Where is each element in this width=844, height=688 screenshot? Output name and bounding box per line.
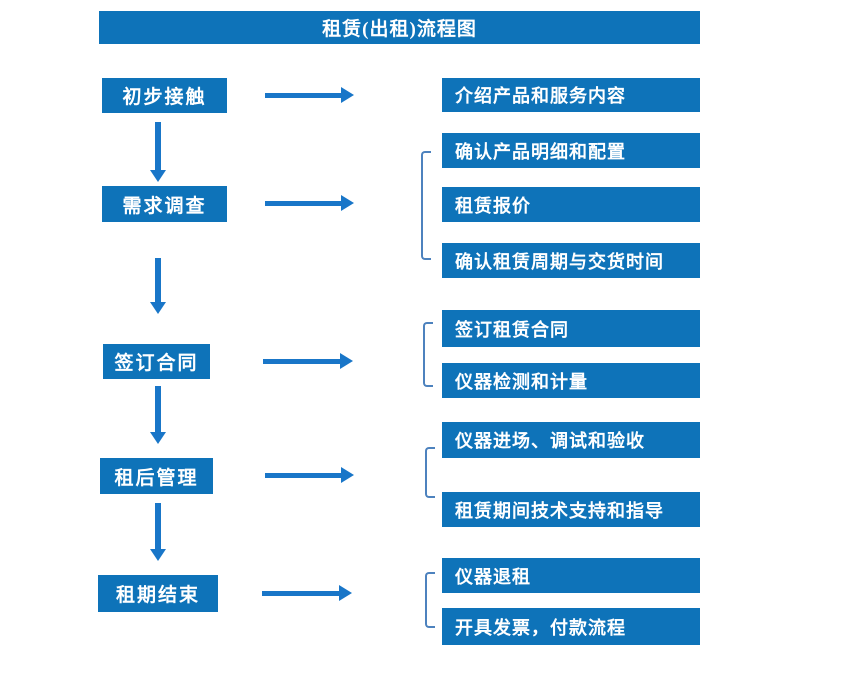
detail-box-instrument-testing: 仪器检测和计量 [442, 363, 700, 398]
title-bar: 租赁(出租)流程图 [99, 11, 700, 44]
stage-box-sign-contract: 签订合同 [103, 344, 210, 379]
right-arrow-icon-3 [263, 353, 353, 369]
detail-box-invoice-payment: 开具发票，付款流程 [442, 608, 700, 645]
down-arrow-icon-4 [150, 503, 166, 561]
down-arrow-icon-2 [150, 258, 166, 314]
detail-box-confirm-period-delivery: 确认租赁周期与交货时间 [442, 243, 700, 278]
stage-box-initial-contact: 初步接触 [102, 78, 227, 113]
right-arrow-icon-1 [265, 87, 354, 103]
page-title: 租赁(出租)流程图 [322, 19, 477, 40]
detail-box-instrument-entry-acceptance: 仪器进场、调试和验收 [442, 422, 700, 458]
detail-box-introduce-products: 介绍产品和服务内容 [442, 78, 700, 112]
right-arrow-icon-4 [265, 467, 354, 483]
group-bracket-icon-rental-end [425, 572, 435, 628]
group-bracket-icon-sign-contract [423, 322, 433, 387]
detail-box-technical-support: 租赁期间技术支持和指导 [442, 492, 700, 527]
right-arrow-icon-2 [265, 195, 354, 211]
detail-box-instrument-return: 仪器退租 [442, 558, 700, 593]
stage-box-demand-survey: 需求调查 [102, 186, 227, 222]
group-bracket-icon-demand-survey [421, 151, 431, 260]
detail-box-confirm-product-config: 确认产品明细和配置 [442, 133, 700, 168]
stage-box-post-rental-management: 租后管理 [100, 458, 213, 494]
group-bracket-icon-post-rental [425, 447, 435, 498]
down-arrow-icon-3 [150, 386, 166, 444]
right-arrow-icon-5 [262, 585, 352, 601]
stage-box-rental-end: 租期结束 [98, 575, 218, 612]
detail-box-sign-rental-contract: 签订租赁合同 [442, 310, 700, 347]
down-arrow-icon-1 [150, 122, 166, 182]
detail-box-rental-quotation: 租赁报价 [442, 187, 700, 222]
